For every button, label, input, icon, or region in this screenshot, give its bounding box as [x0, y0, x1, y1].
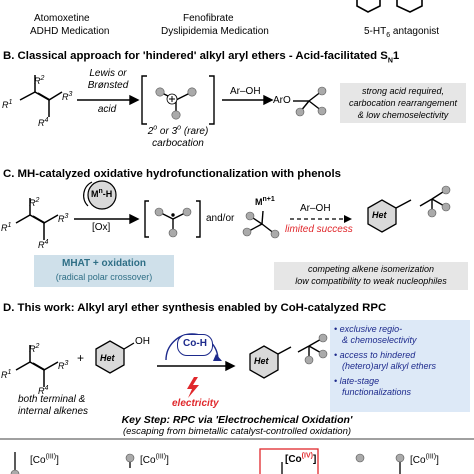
carbocation-structure [155, 87, 197, 120]
mhat-line1: MHAT + oxidation [62, 258, 146, 269]
section-b-aroh: Ar–OH [230, 86, 261, 97]
d-r4-label: R4 [38, 385, 49, 396]
feature-1-line2: & chemoselectivity [342, 335, 417, 345]
r1-label: R1 [2, 99, 13, 110]
section-c-note-box: competing alkene isomerization low compa… [274, 262, 468, 290]
carbocation-line1: 2o or 3o (rare) [147, 124, 209, 137]
fenofibrate-label: Fenofibrate [183, 13, 234, 24]
section-b-product [293, 86, 327, 117]
dashed-arrow [290, 215, 352, 223]
antagonist-label: 5-HT6 antagonist [364, 26, 440, 39]
section-c-product [367, 185, 451, 233]
section-b-note-line3: & low chemoselectivity [357, 110, 449, 120]
co3-label-c: [Co(III)] [410, 453, 439, 466]
phenol-structure [95, 340, 135, 374]
dyslipidemia-label: Dyslipidemia Medication [161, 26, 269, 37]
section-c-note-line2: low compatibility to weak nucleophiles [295, 276, 447, 286]
key-step-label: Key Step: RPC via 'Electrochemical Oxida… [121, 414, 353, 426]
c-r3-label: R3 [58, 213, 69, 224]
r4-label: R4 [38, 117, 49, 128]
carbocation-line2: carbocation [152, 138, 204, 149]
c-r1-label: R1 [1, 222, 12, 233]
section-c-arrow [74, 213, 140, 225]
alkenes-line1: both terminal & [18, 394, 86, 405]
limited-success-label: limited success [285, 224, 353, 235]
antagonist-structure [356, 0, 423, 13]
r2-label: R2 [34, 75, 45, 86]
atomoxetine-label: Atomoxetine [34, 13, 90, 24]
plus-sign: + [77, 351, 85, 365]
radical-bracket [144, 200, 201, 238]
alkenes-line2: internal alkenes [18, 406, 89, 417]
c-r2-label: R2 [29, 197, 40, 208]
section-d-title: D. This work: Alkyl aryl ether synthesis… [3, 302, 387, 314]
electricity-label: electricity [172, 398, 219, 409]
carbocation-bracket [141, 75, 215, 125]
section-b-note-line2: carbocation rearrangement [348, 98, 458, 108]
section-c-alkene [15, 198, 59, 240]
d-r2-label: R2 [29, 343, 40, 354]
reagent-line2: Brønsted [87, 80, 129, 91]
cobalt-species-row [10, 452, 405, 474]
features-box: • exclusive regio- & chemoselectivity • … [330, 320, 470, 412]
section-d-arrow [157, 360, 236, 372]
catalyst-label: Mn-H [91, 188, 113, 199]
co3-label-b: [Co(III)] [140, 453, 169, 466]
d-r3-label: R3 [58, 360, 69, 371]
d-het-label: Het [100, 353, 115, 363]
section-b-alkene [19, 75, 63, 117]
reagent-line1: Lewis or [89, 68, 127, 79]
feature-3-line2: functionalizations [342, 387, 412, 397]
mhat-box: MHAT + oxidation (radical polar crossove… [34, 255, 174, 287]
feature-2-line2: (hetero)aryl alkyl ethers [342, 361, 437, 371]
d-r1-label: R1 [1, 369, 12, 380]
r3-label: R3 [62, 91, 73, 102]
coh-box: Co-H [177, 334, 213, 356]
mhat-line2: (radical polar crossover) [55, 272, 153, 282]
section-b-title: B. Classical approach for 'hindered' alk… [3, 50, 400, 65]
co3-label-a: [Co(III)] [30, 453, 59, 466]
coh-label: Co-H [183, 338, 207, 349]
radical-structure [154, 207, 192, 238]
alkylmetal-structure [242, 210, 280, 239]
section-b-note-line1: strong acid required, [361, 86, 445, 96]
oh-label: OH [135, 336, 150, 347]
section-d-product [249, 333, 328, 379]
reagent-line3: acid [97, 104, 117, 115]
lightning-icon [187, 377, 199, 398]
feature-2-line1: • access to hindered [334, 350, 416, 360]
c-r4-label: R4 [38, 239, 49, 250]
co4-label: [Co(IV)] [285, 452, 317, 465]
escaping-label: (escaping from bimetallic catalyst-contr… [122, 426, 352, 437]
oxidant-label: [Ox] [92, 222, 111, 233]
d-product-het-label: Het [254, 356, 269, 366]
section-b-reaction-arrow [77, 94, 140, 106]
section-b-note-box: strong acid required, carbocation rearra… [340, 83, 466, 123]
section-c-aroh: Ar–OH [300, 203, 331, 214]
catalyst-cycle [83, 180, 117, 210]
andor-label: and/or [206, 213, 235, 224]
co4-highlight [259, 448, 319, 474]
adhd-label: ADHD Medication [30, 26, 110, 37]
feature-3-line1: • late-stage [334, 376, 380, 386]
metal-label: Mn+1 [255, 196, 275, 207]
section-c-note-line1: competing alkene isomerization [307, 264, 435, 274]
feature-1-line1: • exclusive regio- [334, 324, 403, 334]
section-c-title: C. MH-catalyzed oxidative hydrofunctiona… [3, 168, 341, 180]
section-b-second-arrow [222, 94, 274, 106]
section-d-alkene [15, 345, 59, 387]
section-b-aro: ArO [273, 95, 291, 106]
c-het-label: Het [372, 210, 387, 220]
